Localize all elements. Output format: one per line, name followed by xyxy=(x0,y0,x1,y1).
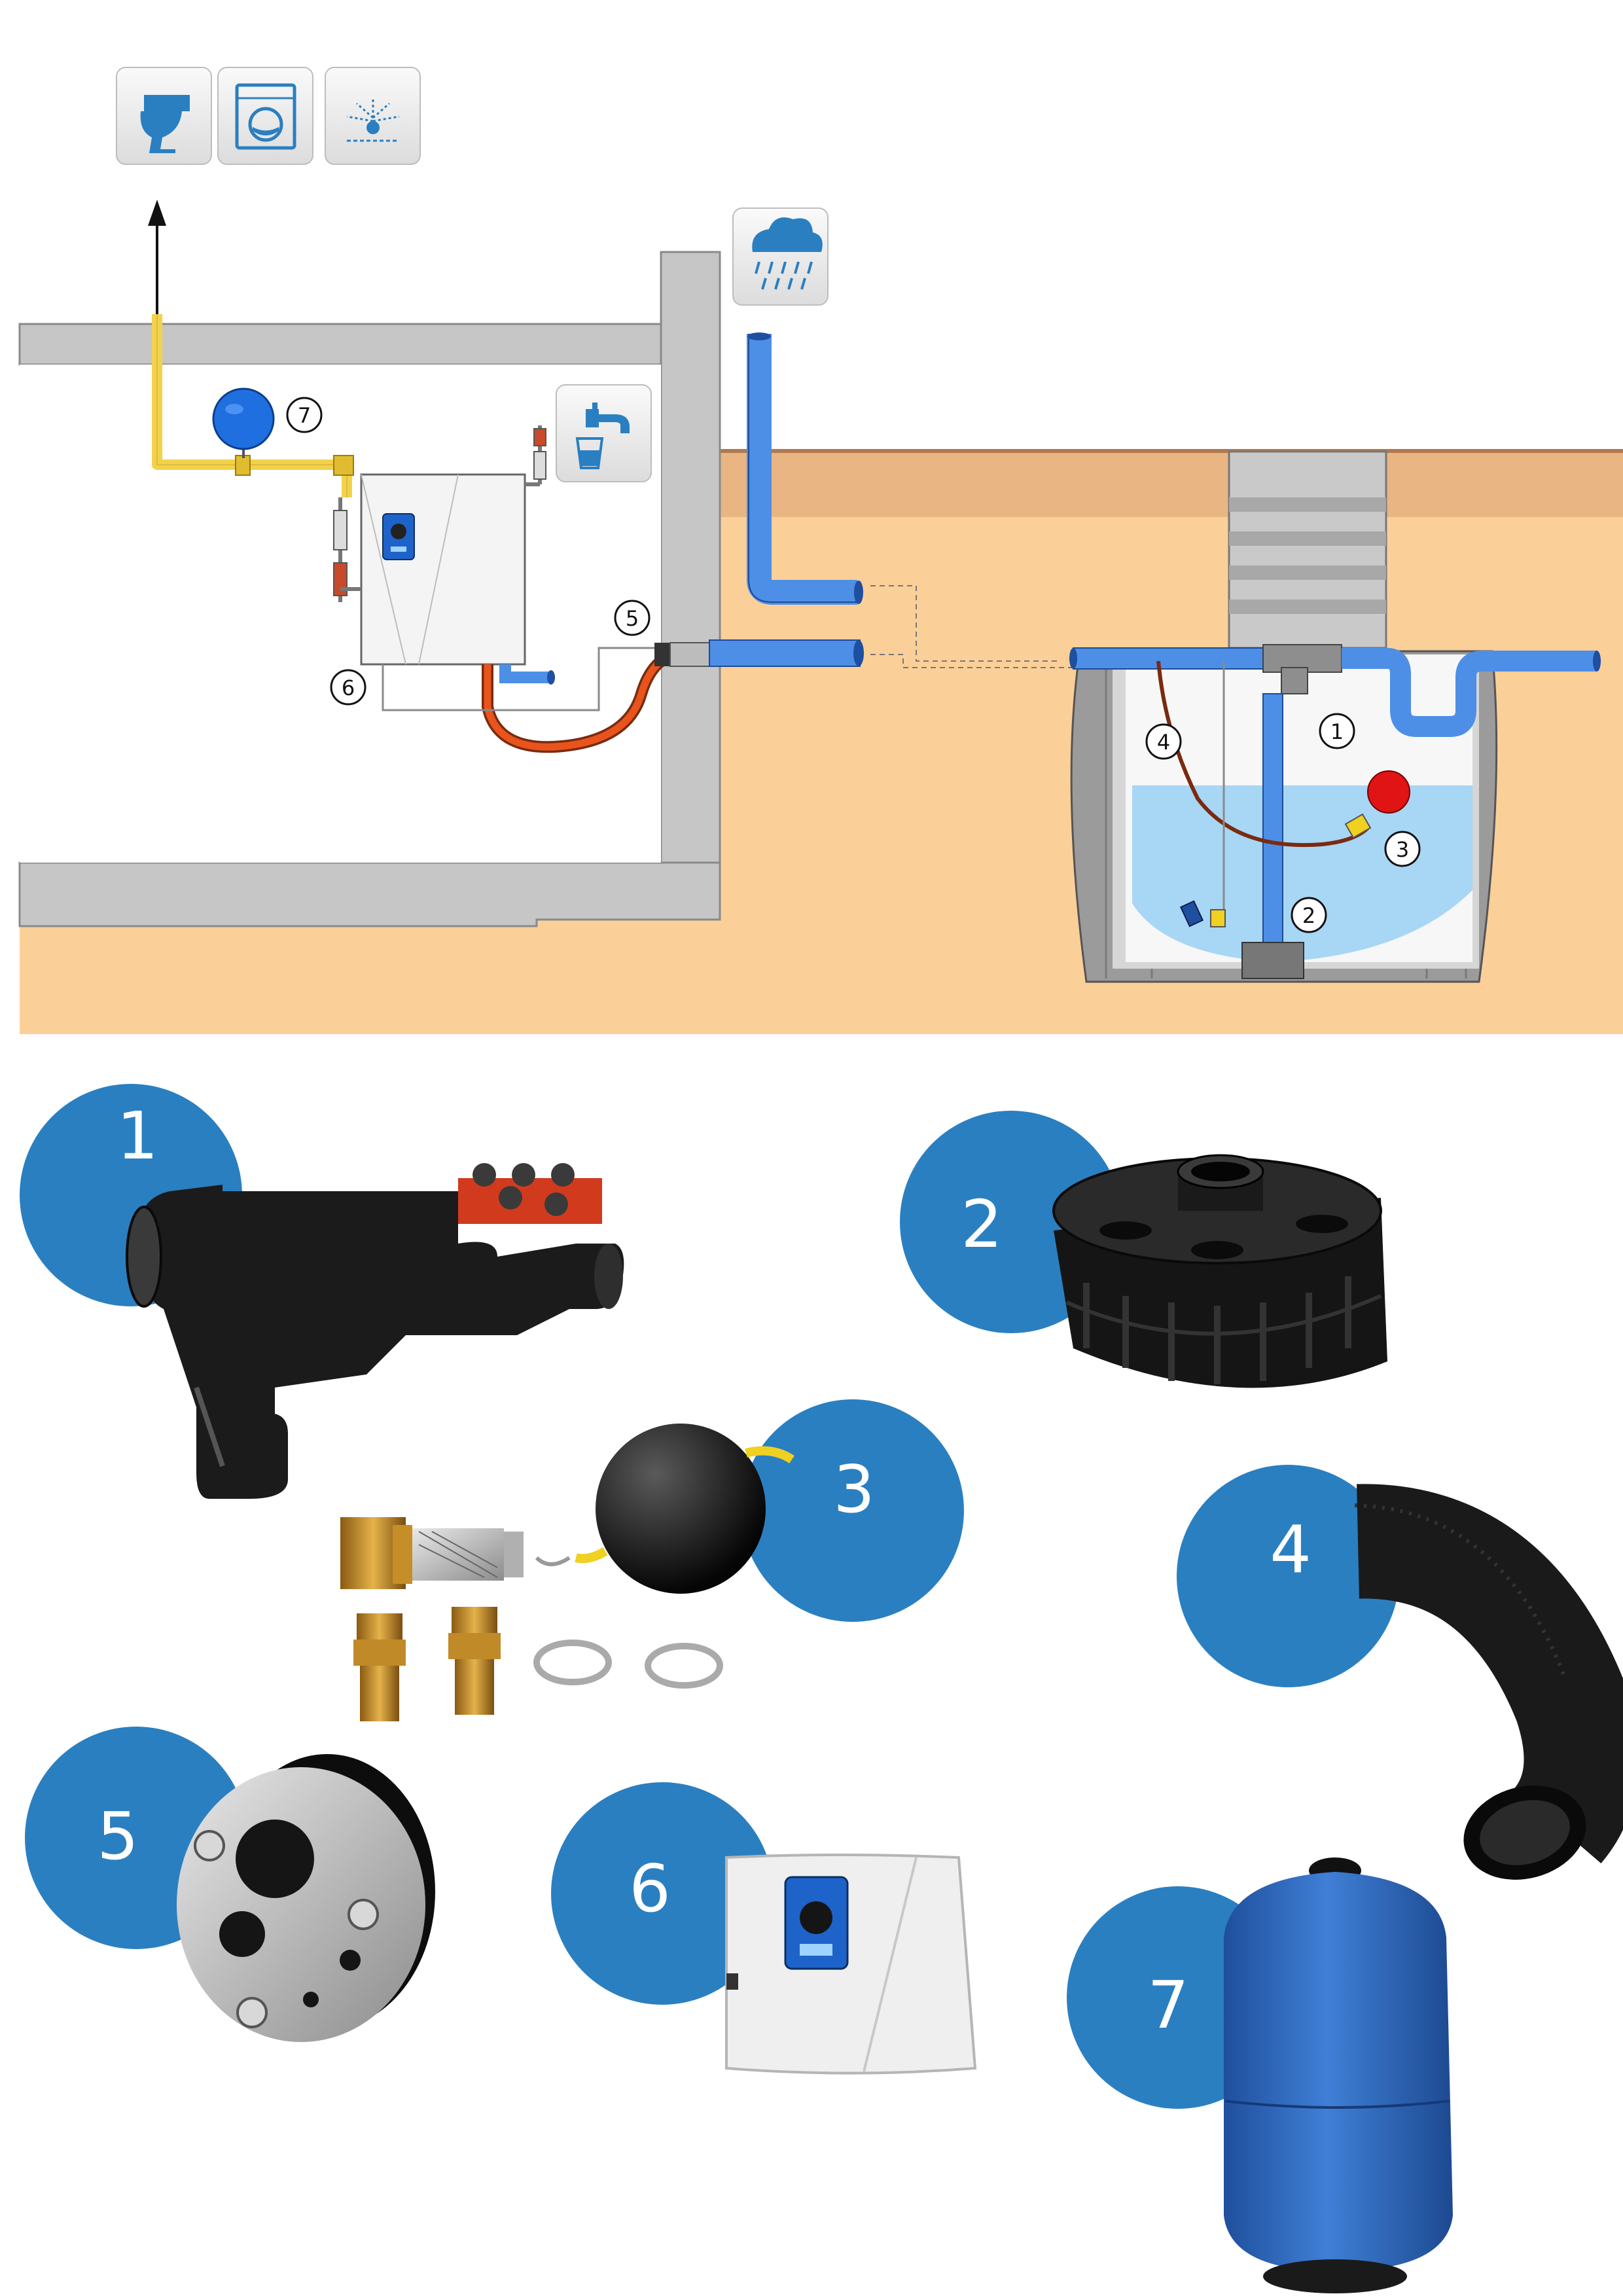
water-tap-icon xyxy=(556,384,652,482)
hose-image xyxy=(1354,1484,1623,1880)
installation-diagram: 7 5 6 4 1 3 2 xyxy=(18,67,1623,1034)
diagram-marker-1: 1 xyxy=(1319,713,1355,749)
garden-sprinkler-icon xyxy=(325,67,421,165)
diagram-marker-7: 7 xyxy=(286,397,323,433)
diagram-marker-4: 4 xyxy=(1145,723,1182,760)
diagram-marker-5: 5 xyxy=(614,600,651,636)
part-4-hose: 4 xyxy=(1177,1465,1623,1880)
svg-text:3: 3 xyxy=(833,1451,875,1528)
washing-machine-icon xyxy=(217,67,313,165)
part-number-badge-4 xyxy=(1177,1465,1399,1687)
control-unit-symbol xyxy=(333,425,546,666)
svg-text:1: 1 xyxy=(1330,719,1344,744)
svg-text:1: 1 xyxy=(116,1098,158,1174)
part-6-control-unit: 6 xyxy=(551,1782,977,2075)
cistern-shaft xyxy=(1228,450,1387,649)
filter-image xyxy=(126,1163,624,1499)
svg-text:2: 2 xyxy=(961,1186,1003,1263)
diagram-markers: 7 5 6 4 1 3 2 xyxy=(286,397,1421,933)
svg-text:5: 5 xyxy=(97,1798,139,1874)
part-5-wall-seal: 5 xyxy=(25,1727,435,2042)
part-number-badge-6 xyxy=(551,1782,774,2005)
suction-hose-tank xyxy=(1156,660,1370,848)
svg-text:5: 5 xyxy=(626,606,639,631)
wall-seal-symbol xyxy=(654,643,670,666)
part-3-float-kit: 3 xyxy=(340,1399,964,1721)
rain-cloud-icon xyxy=(732,207,829,306)
toilet-icon xyxy=(116,67,212,165)
float-kit-image xyxy=(340,1424,794,1721)
svg-text:3: 3 xyxy=(1396,837,1409,862)
parts-catalog: 1 2 xyxy=(20,1084,1623,2293)
svg-text:6: 6 xyxy=(629,1850,671,1927)
part-7-pressure-tank: 7 xyxy=(1067,1857,1453,2293)
ground-surface-line xyxy=(720,449,1623,453)
supply-pipe xyxy=(152,314,352,497)
diagram-marker-3: 3 xyxy=(1384,831,1421,867)
upper-floor-slab xyxy=(18,323,721,366)
basement-floor-slab xyxy=(18,861,721,927)
svg-text:7: 7 xyxy=(298,403,311,428)
arrow-up-icon xyxy=(148,200,166,226)
pump-base-image xyxy=(1052,1154,1387,1388)
float-ball-image xyxy=(596,1424,766,1594)
soil-top-layer xyxy=(720,452,1623,517)
exterior-wall xyxy=(660,251,721,865)
rain-downpipe xyxy=(747,334,857,605)
float-ball-symbol xyxy=(1367,770,1410,814)
pressure-tank-image xyxy=(1224,1857,1453,2293)
pressure-tank-symbol xyxy=(212,387,275,450)
svg-text:4: 4 xyxy=(1270,1511,1311,1588)
svg-text:6: 6 xyxy=(342,675,355,700)
control-unit-image xyxy=(725,1854,977,2075)
part-1-filter: 1 xyxy=(20,1084,624,1499)
basement-room xyxy=(20,365,661,863)
part-number-badge-3 xyxy=(741,1399,964,1622)
svg-text:7: 7 xyxy=(1147,1967,1189,2043)
part-2-pump-base: 2 xyxy=(900,1111,1387,1388)
svg-text:4: 4 xyxy=(1157,730,1170,755)
svg-text:2: 2 xyxy=(1302,903,1315,928)
diagram-marker-2: 2 xyxy=(1291,897,1327,933)
suction-pipe-outside xyxy=(709,639,861,667)
wall-seal-image xyxy=(177,1754,435,2042)
cistern-tank xyxy=(1070,650,1498,983)
diagram-marker-6: 6 xyxy=(330,669,366,706)
pump-base-symbol xyxy=(1241,942,1304,979)
